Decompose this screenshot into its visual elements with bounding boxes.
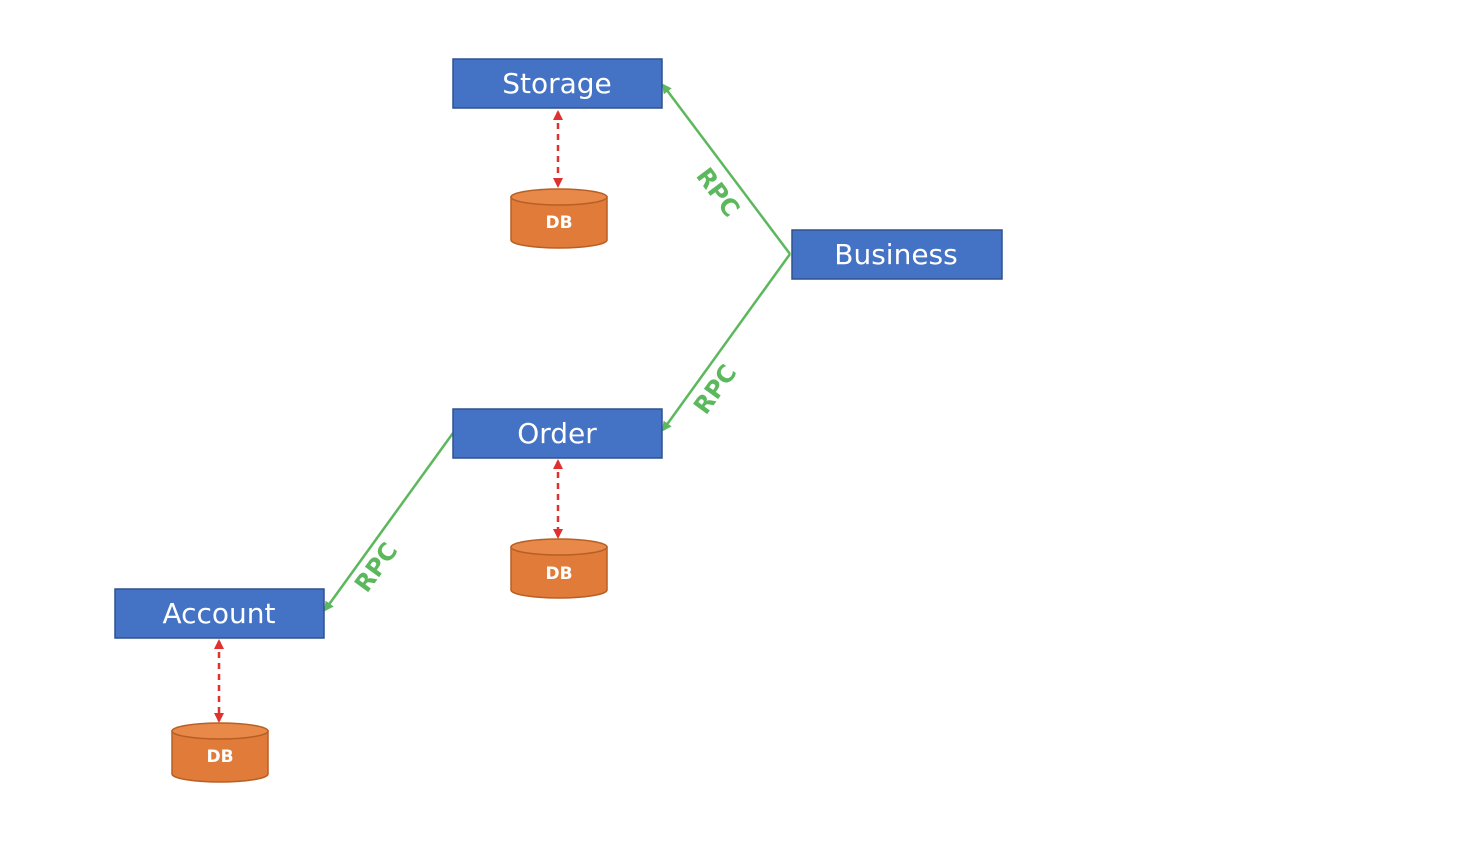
- service-order[interactable]: Order: [452, 408, 663, 459]
- database-cylinder-icon: [171, 730, 269, 783]
- database-account[interactable]: DB: [171, 722, 269, 783]
- service-storage[interactable]: Storage: [452, 58, 663, 109]
- database-cylinder-icon: [510, 546, 608, 599]
- service-label-business: Business: [834, 238, 957, 271]
- database-cylinder-icon: [510, 196, 608, 249]
- db-connections: [214, 110, 563, 723]
- service-label-account: Account: [162, 597, 275, 630]
- service-box-order: [452, 408, 663, 459]
- database-cylinder-top: [510, 538, 608, 556]
- database-cylinder-top: [510, 188, 608, 206]
- service-box-account: [114, 588, 325, 639]
- service-box-business: [791, 229, 1003, 280]
- rpc-line-business-order: [661, 253, 792, 432]
- database-label-storage: DB: [545, 213, 572, 233]
- service-label-storage: Storage: [502, 67, 612, 100]
- rpc-line-order-account: [323, 432, 455, 612]
- rpc-label-business-order: RPC: [688, 359, 742, 419]
- rpc-label-business-storage: RPC: [690, 163, 745, 223]
- database-label-order: DB: [545, 564, 572, 584]
- service-business[interactable]: Business: [791, 229, 1003, 280]
- service-label-order: Order: [517, 417, 597, 450]
- service-account[interactable]: Account: [114, 588, 325, 639]
- database-storage[interactable]: DB: [510, 188, 608, 249]
- database-order[interactable]: DB: [510, 538, 608, 599]
- database-label-account: DB: [206, 747, 233, 767]
- rpc-line-business-storage: [661, 83, 791, 255]
- database-cylinder-top: [171, 722, 269, 740]
- service-box-storage: [452, 58, 663, 109]
